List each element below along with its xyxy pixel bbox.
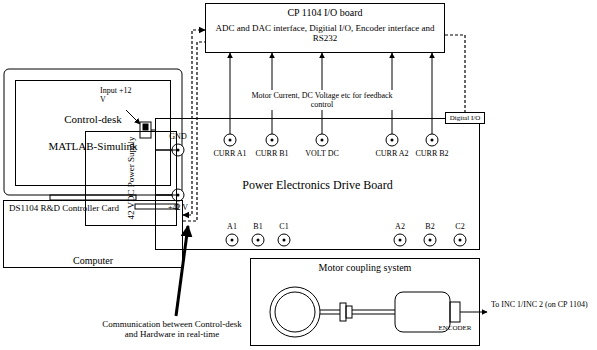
motor-drawing: [270, 287, 487, 337]
node-title: CP 1104 I/O board: [212, 7, 438, 19]
terminal-label: CURR A2: [375, 149, 408, 158]
terminal-label: +42 V: [168, 203, 188, 212]
dashed-link: [445, 35, 465, 112]
motor-system-box: Motor coupling system: [250, 258, 480, 346]
computer-base: DS1104 R&D Controller CardComputer: [3, 200, 183, 268]
terminal-label: CURR A1: [213, 149, 246, 158]
signal-wire: [155, 195, 177, 196]
signal-wire: [432, 53, 433, 118]
node-title: Motor coupling system: [251, 262, 479, 274]
power-supply-box: 42 VDC Power Supply: [85, 131, 176, 226]
terminal-label: ENCODER: [438, 324, 471, 332]
encoder-note: To INC 1/INC 2 (on CP 1104): [491, 300, 593, 309]
node-text: MATLAB-Simulink: [48, 140, 137, 153]
io-board-box: CP 1104 I/O boardADC and DAC interface, …: [205, 3, 445, 53]
switch-symbol: [126, 110, 155, 138]
terminal-label: C1: [279, 222, 288, 231]
terminal-label: Input +12 V: [100, 86, 134, 104]
second-comm-line: [183, 42, 205, 221]
terminal-label: B1: [253, 222, 262, 231]
comm-arrow: [176, 226, 188, 316]
node-text: Computer: [4, 255, 182, 267]
node-title: 42 VDC Power Supply: [126, 136, 136, 219]
digital-io-connector: Digital I/O: [445, 112, 485, 124]
signal-wire: [230, 53, 231, 118]
node-title: Digital I/O: [450, 114, 481, 122]
node-title: DS1104 R&D Controller Card: [9, 203, 119, 213]
terminal-label: CURR B2: [415, 149, 448, 158]
terminal-label: B2: [425, 222, 434, 231]
feedback-note: Motor Current, DC Voltage etc for feedba…: [245, 90, 399, 110]
node-title: Power Electronics Drive Board: [156, 179, 479, 193]
terminal-label: C2: [455, 222, 464, 231]
terminal-label: VOLT DC: [305, 149, 339, 158]
signal-wire: [155, 150, 177, 151]
terminal-label: CURR B1: [255, 149, 288, 158]
node-title: Control-desk: [64, 113, 121, 126]
terminal-label: A2: [395, 222, 405, 231]
node-text: ADC and DAC interface, Digitial I/O, Enc…: [212, 23, 438, 44]
screen-box: Control-deskMATLAB-Simulink: [15, 80, 171, 186]
terminal-label: GND: [169, 132, 186, 141]
comm-note: Communication between Control-desk and H…: [97, 319, 247, 340]
dashed-link: [183, 30, 205, 215]
terminal-label: A1: [227, 222, 237, 231]
